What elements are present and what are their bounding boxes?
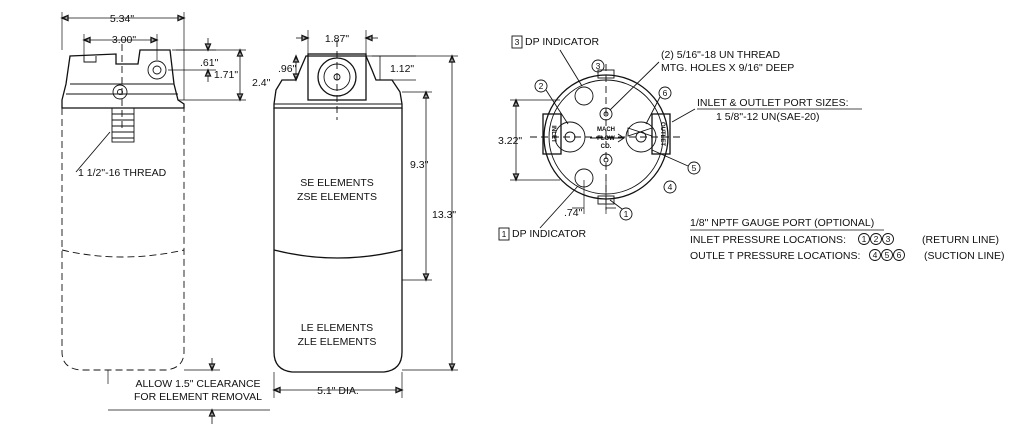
dim-port-offset: .96" bbox=[278, 63, 297, 75]
label-clearance-line2: FOR ELEMENT REMOVAL bbox=[134, 391, 262, 403]
dim-head-height-right: 2.4" bbox=[252, 77, 271, 89]
dim-port-height: 1.12" bbox=[390, 63, 414, 75]
label-dp-indicator-bottom: DP INDICATOR bbox=[512, 228, 587, 240]
gauge-port-notes: 1/8" NPTF GAUGE PORT (OPTIONAL) INLET PR… bbox=[690, 217, 1005, 262]
label-le-elements: LE ELEMENTS bbox=[301, 322, 373, 334]
label-port-sizes-2: 1 5/8"-12 UN(SAE-20) bbox=[716, 111, 820, 123]
outlet-loc-6: 6 bbox=[897, 250, 902, 260]
right-top-view: INLET OUTLET MACH FLOW CO. bbox=[530, 64, 684, 210]
middle-dimensions: 1.87" .96" 2.4" 1.12" 9.3" 13.3" 5.1" DI… bbox=[252, 30, 458, 398]
label-mtg-holes-2: MTG. HOLES X 9/16" DEEP bbox=[661, 62, 794, 74]
label-se-elements: SE ELEMENTS bbox=[300, 177, 374, 189]
label-outlet-pressure: OUTLE T PRESSURE LOCATIONS: bbox=[690, 250, 860, 262]
dim-overall-width: 5.34" bbox=[110, 13, 134, 25]
callout-box-1-num: 1 bbox=[502, 229, 507, 239]
left-side-view bbox=[61, 44, 185, 371]
label-flow-2: FLOW bbox=[597, 136, 615, 142]
right-callouts: 3 DP INDICATOR 1 DP INDICATOR (2) 5/16"-… bbox=[498, 35, 862, 241]
callout-2: 2 bbox=[539, 81, 544, 91]
inlet-loc-1: 1 bbox=[862, 234, 867, 244]
outlet-loc-4: 4 bbox=[873, 250, 878, 260]
label-mtg-holes-1: (2) 5/16"-18 UN THREAD bbox=[661, 49, 780, 61]
label-thread: 1 1/2"-16 THREAD bbox=[78, 167, 167, 179]
dim-port-spacing: 3.00" bbox=[112, 34, 136, 46]
dim-diameter: 5.1" DIA. bbox=[317, 385, 359, 397]
dim-mount-spacing: 3.22" bbox=[498, 135, 522, 147]
dim-overall-length: 13.3" bbox=[432, 209, 456, 221]
dim-top-offset: .61" bbox=[200, 57, 219, 69]
outlet-loc-5: 5 bbox=[885, 250, 890, 260]
label-inlet-pressure: INLET PRESSURE LOCATIONS: bbox=[690, 234, 846, 246]
label-zle-elements: ZLE ELEMENTS bbox=[298, 336, 377, 348]
label-port-sizes-1: INLET & OUTLET PORT SIZES: bbox=[697, 97, 849, 109]
label-suction-line: (SUCTION LINE) bbox=[924, 250, 1005, 262]
callout-box-1 bbox=[498, 227, 510, 241]
callout-1: 1 bbox=[624, 209, 629, 219]
dim-indicator-offset: .74" bbox=[564, 207, 583, 219]
label-clearance-line1: ALLOW 1.5" CLEARANCE bbox=[135, 378, 260, 390]
left-dimensions: 5.34" 3.00" .61" 1.71" 1 1/2"-16 THREAD … bbox=[60, 12, 270, 424]
label-inlet-port: INLET bbox=[550, 125, 556, 143]
dim-port-width: 1.87" bbox=[325, 33, 349, 45]
label-dp-indicator-top: DP INDICATOR bbox=[525, 36, 600, 48]
dim-head-height-left: 1.71" bbox=[214, 69, 238, 81]
callout-6: 6 bbox=[663, 88, 668, 98]
callout-box-3-num: 3 bbox=[515, 37, 520, 47]
label-zse-elements: ZSE ELEMENTS bbox=[297, 191, 377, 203]
dim-housing-length: 9.3" bbox=[410, 159, 429, 171]
label-return-line: (RETURN LINE) bbox=[922, 234, 999, 246]
label-gauge-port: 1/8" NPTF GAUGE PORT (OPTIONAL) bbox=[690, 217, 874, 229]
callout-3: 3 bbox=[596, 61, 601, 71]
label-outlet-port: OUTLET bbox=[659, 122, 665, 146]
callout-5: 5 bbox=[692, 163, 697, 173]
right-dimensions: 3.22" .74" bbox=[498, 98, 616, 219]
middle-front-view: SE ELEMENTS ZSE ELEMENTS LE ELEMENTS ZLE… bbox=[273, 40, 403, 373]
callout-box-3 bbox=[511, 35, 523, 49]
inlet-loc-3: 3 bbox=[886, 234, 891, 244]
callout-4: 4 bbox=[668, 182, 673, 192]
inlet-loc-2: 2 bbox=[874, 234, 879, 244]
